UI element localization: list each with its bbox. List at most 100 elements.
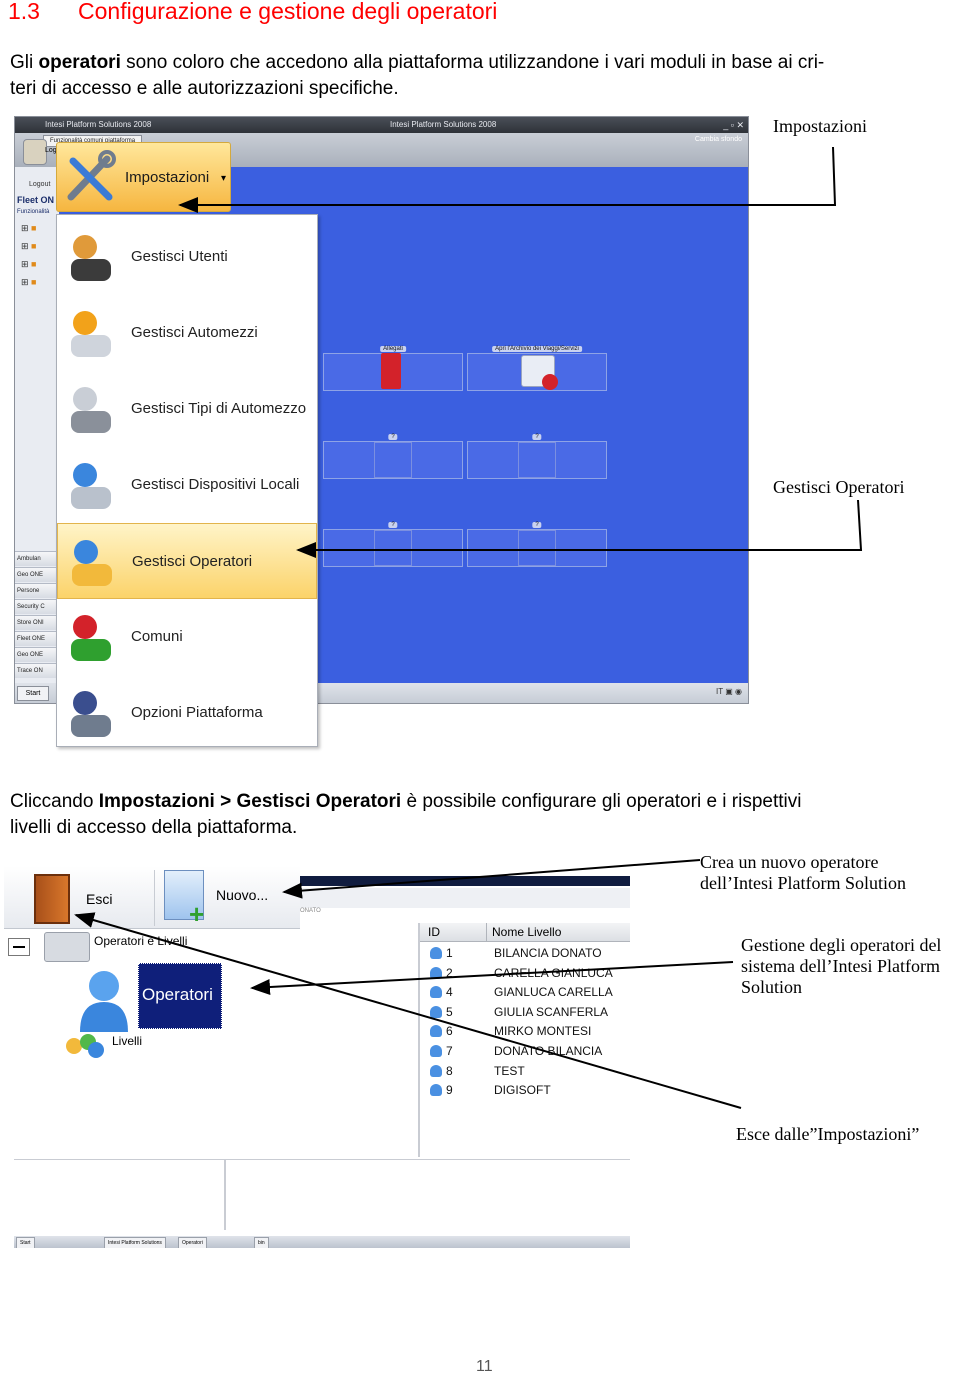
nav-button[interactable]: Trace ON: [15, 663, 59, 678]
system-tray: IT ▣ ◉: [716, 687, 742, 696]
menu-item[interactable]: Gestisci Dispositivi Locali: [57, 447, 317, 523]
menu-item-label: Gestisci Dispositivi Locali: [131, 476, 300, 493]
start-button[interactable]: Start: [17, 686, 49, 701]
nav-button[interactable]: Fleet ONE: [15, 631, 59, 646]
header-fragment: ONATO: [300, 908, 321, 914]
window-title-center: Intesi Platform Solutions 2008: [390, 120, 497, 129]
cell-name: GIANLUCA CARELLA: [494, 985, 613, 1000]
folder-icon: [44, 932, 90, 962]
flags-icon: [63, 609, 121, 665]
tree-expand-icon[interactable]: ⊞ ■: [21, 223, 37, 233]
desktop-tile[interactable]: ?: [323, 522, 463, 567]
cambia-sfondo-button[interactable]: Cambia sfondo: [694, 136, 742, 143]
operatori-label: Operatori: [142, 985, 213, 1004]
callout-esce: Esce dalle”Impostazioni”: [736, 1124, 920, 1144]
table-row[interactable]: 5 GIULIA SCANFERLA: [420, 1002, 630, 1022]
nav-button[interactable]: Security C: [15, 599, 59, 614]
taskbar-item[interactable]: Operatori: [178, 1237, 207, 1248]
col-id-header[interactable]: ID: [428, 925, 440, 939]
nav-button[interactable]: Store ONI: [15, 615, 59, 630]
boat-icon: [63, 381, 121, 437]
menu-item[interactable]: Gestisci Operatori: [57, 523, 317, 599]
taskbar-item[interactable]: Start: [16, 1237, 35, 1248]
menu-item-label: Opzioni Piattaforma: [131, 704, 263, 721]
taskbar-item[interactable]: bin: [254, 1237, 269, 1248]
nuovo-button[interactable]: Nuovo...: [216, 887, 269, 903]
callout-gestione-line-3: Solution: [741, 977, 803, 997]
tree-root-label[interactable]: Operatori e Livelli: [94, 934, 188, 948]
callout-gestisci-operatori: Gestisci Operatori: [773, 477, 905, 497]
col-nome-header[interactable]: Nome Livello: [492, 925, 562, 939]
new-document-icon[interactable]: +: [164, 870, 204, 927]
livelli-node[interactable]: Livelli: [112, 1034, 143, 1048]
menu-item[interactable]: Gestisci Utenti: [57, 219, 317, 295]
collapse-icon[interactable]: [8, 938, 30, 956]
desktop-tile[interactable]: ?: [467, 522, 607, 567]
intro-paragraph: Gli operatori sono coloro che accedono a…: [10, 50, 955, 102]
cell-id: 4: [446, 985, 453, 1000]
bottom-pane: [14, 1159, 630, 1230]
window-controls-icon[interactable]: _ ▫ ✕: [723, 120, 744, 130]
users-icon: [63, 229, 121, 285]
menu-item[interactable]: Gestisci Automezzi: [57, 295, 317, 371]
desktop-tile[interactable]: ?: [467, 434, 607, 479]
operatori-node[interactable]: Operatori: [138, 963, 222, 1029]
nav-button[interactable]: Geo ONE: [15, 647, 59, 662]
cell-id: 5: [446, 1004, 453, 1019]
table-row[interactable]: 4 GIANLUCA CARELLA: [420, 982, 630, 1002]
arrow-gestione: [250, 961, 734, 996]
tree-expand-icon[interactable]: ⊞ ■: [21, 241, 37, 251]
header-strip: [300, 888, 630, 908]
tile-caption: ?: [388, 522, 398, 528]
middle-bold: Impostazioni > Gestisci Operatori: [98, 791, 402, 812]
cell-id: 9: [446, 1083, 453, 1098]
callout-crea: Crea un nuovo operatore dell’Intesi Plat…: [700, 852, 906, 894]
tree-expand-icon[interactable]: ⊞ ■: [21, 259, 37, 269]
callout-gestione: Gestione degli operatori del sistema del…: [741, 935, 941, 998]
intro-line-2: teri di accesso e alle autorizzazioni sp…: [10, 78, 399, 99]
menu-item-label: Gestisci Tipi di Automezzo: [131, 400, 307, 417]
cell-id: 2: [446, 965, 453, 980]
esci-button[interactable]: Esci: [86, 891, 113, 907]
cell-name: MIRKO MONTESI: [494, 1024, 592, 1039]
cell-name: TEST: [494, 1063, 525, 1078]
menu-item[interactable]: Comuni: [57, 599, 317, 675]
nav-button[interactable]: Geo ONE: [15, 567, 59, 582]
cell-name: GIULIA SCANFERLA: [494, 1004, 609, 1019]
lock-icon[interactable]: [23, 139, 47, 165]
nav-button[interactable]: Persone: [15, 583, 59, 598]
menu-item[interactable]: Opzioni Piattaforma: [57, 675, 317, 751]
tile-caption: Apri l'Archivio dei Viaggi/Servizi: [492, 346, 582, 352]
truck-icon: [63, 305, 121, 361]
tools-icon: [61, 149, 119, 207]
pane-splitter[interactable]: [224, 1160, 226, 1230]
tree-expand-icon[interactable]: ⊞ ■: [21, 277, 37, 287]
user-icon: [430, 1005, 442, 1018]
door-icon[interactable]: [34, 874, 70, 924]
tile-slot: [518, 442, 556, 478]
callout-impostazioni: Impostazioni: [773, 116, 867, 136]
impostazioni-menu-button[interactable]: Impostazioni ▾: [56, 142, 231, 212]
desktop-tile[interactable]: ?: [323, 434, 463, 479]
callout-crea-line-1: Crea un nuovo operatore: [700, 852, 879, 872]
col-divider: [486, 923, 487, 941]
tile-caption: ?: [532, 434, 542, 440]
logout-label[interactable]: Logout: [29, 181, 51, 188]
nav-button[interactable]: Ambulan: [15, 551, 59, 566]
gears-icon: [63, 685, 121, 741]
middle-rest: è possibile configurare gli operatori e …: [401, 791, 802, 812]
user-icon: [430, 1025, 442, 1038]
menu-item[interactable]: Gestisci Tipi di Automezzo: [57, 371, 317, 447]
operators-icon: [64, 534, 122, 590]
intro-line-1: Gli operatori sono coloro che accedono a…: [10, 50, 955, 76]
cell-id: 1: [446, 946, 453, 960]
taskbar-item[interactable]: Intesi Platform Solutions: [104, 1237, 166, 1248]
user-icon: [430, 986, 442, 999]
page-number: 11: [476, 1358, 493, 1375]
